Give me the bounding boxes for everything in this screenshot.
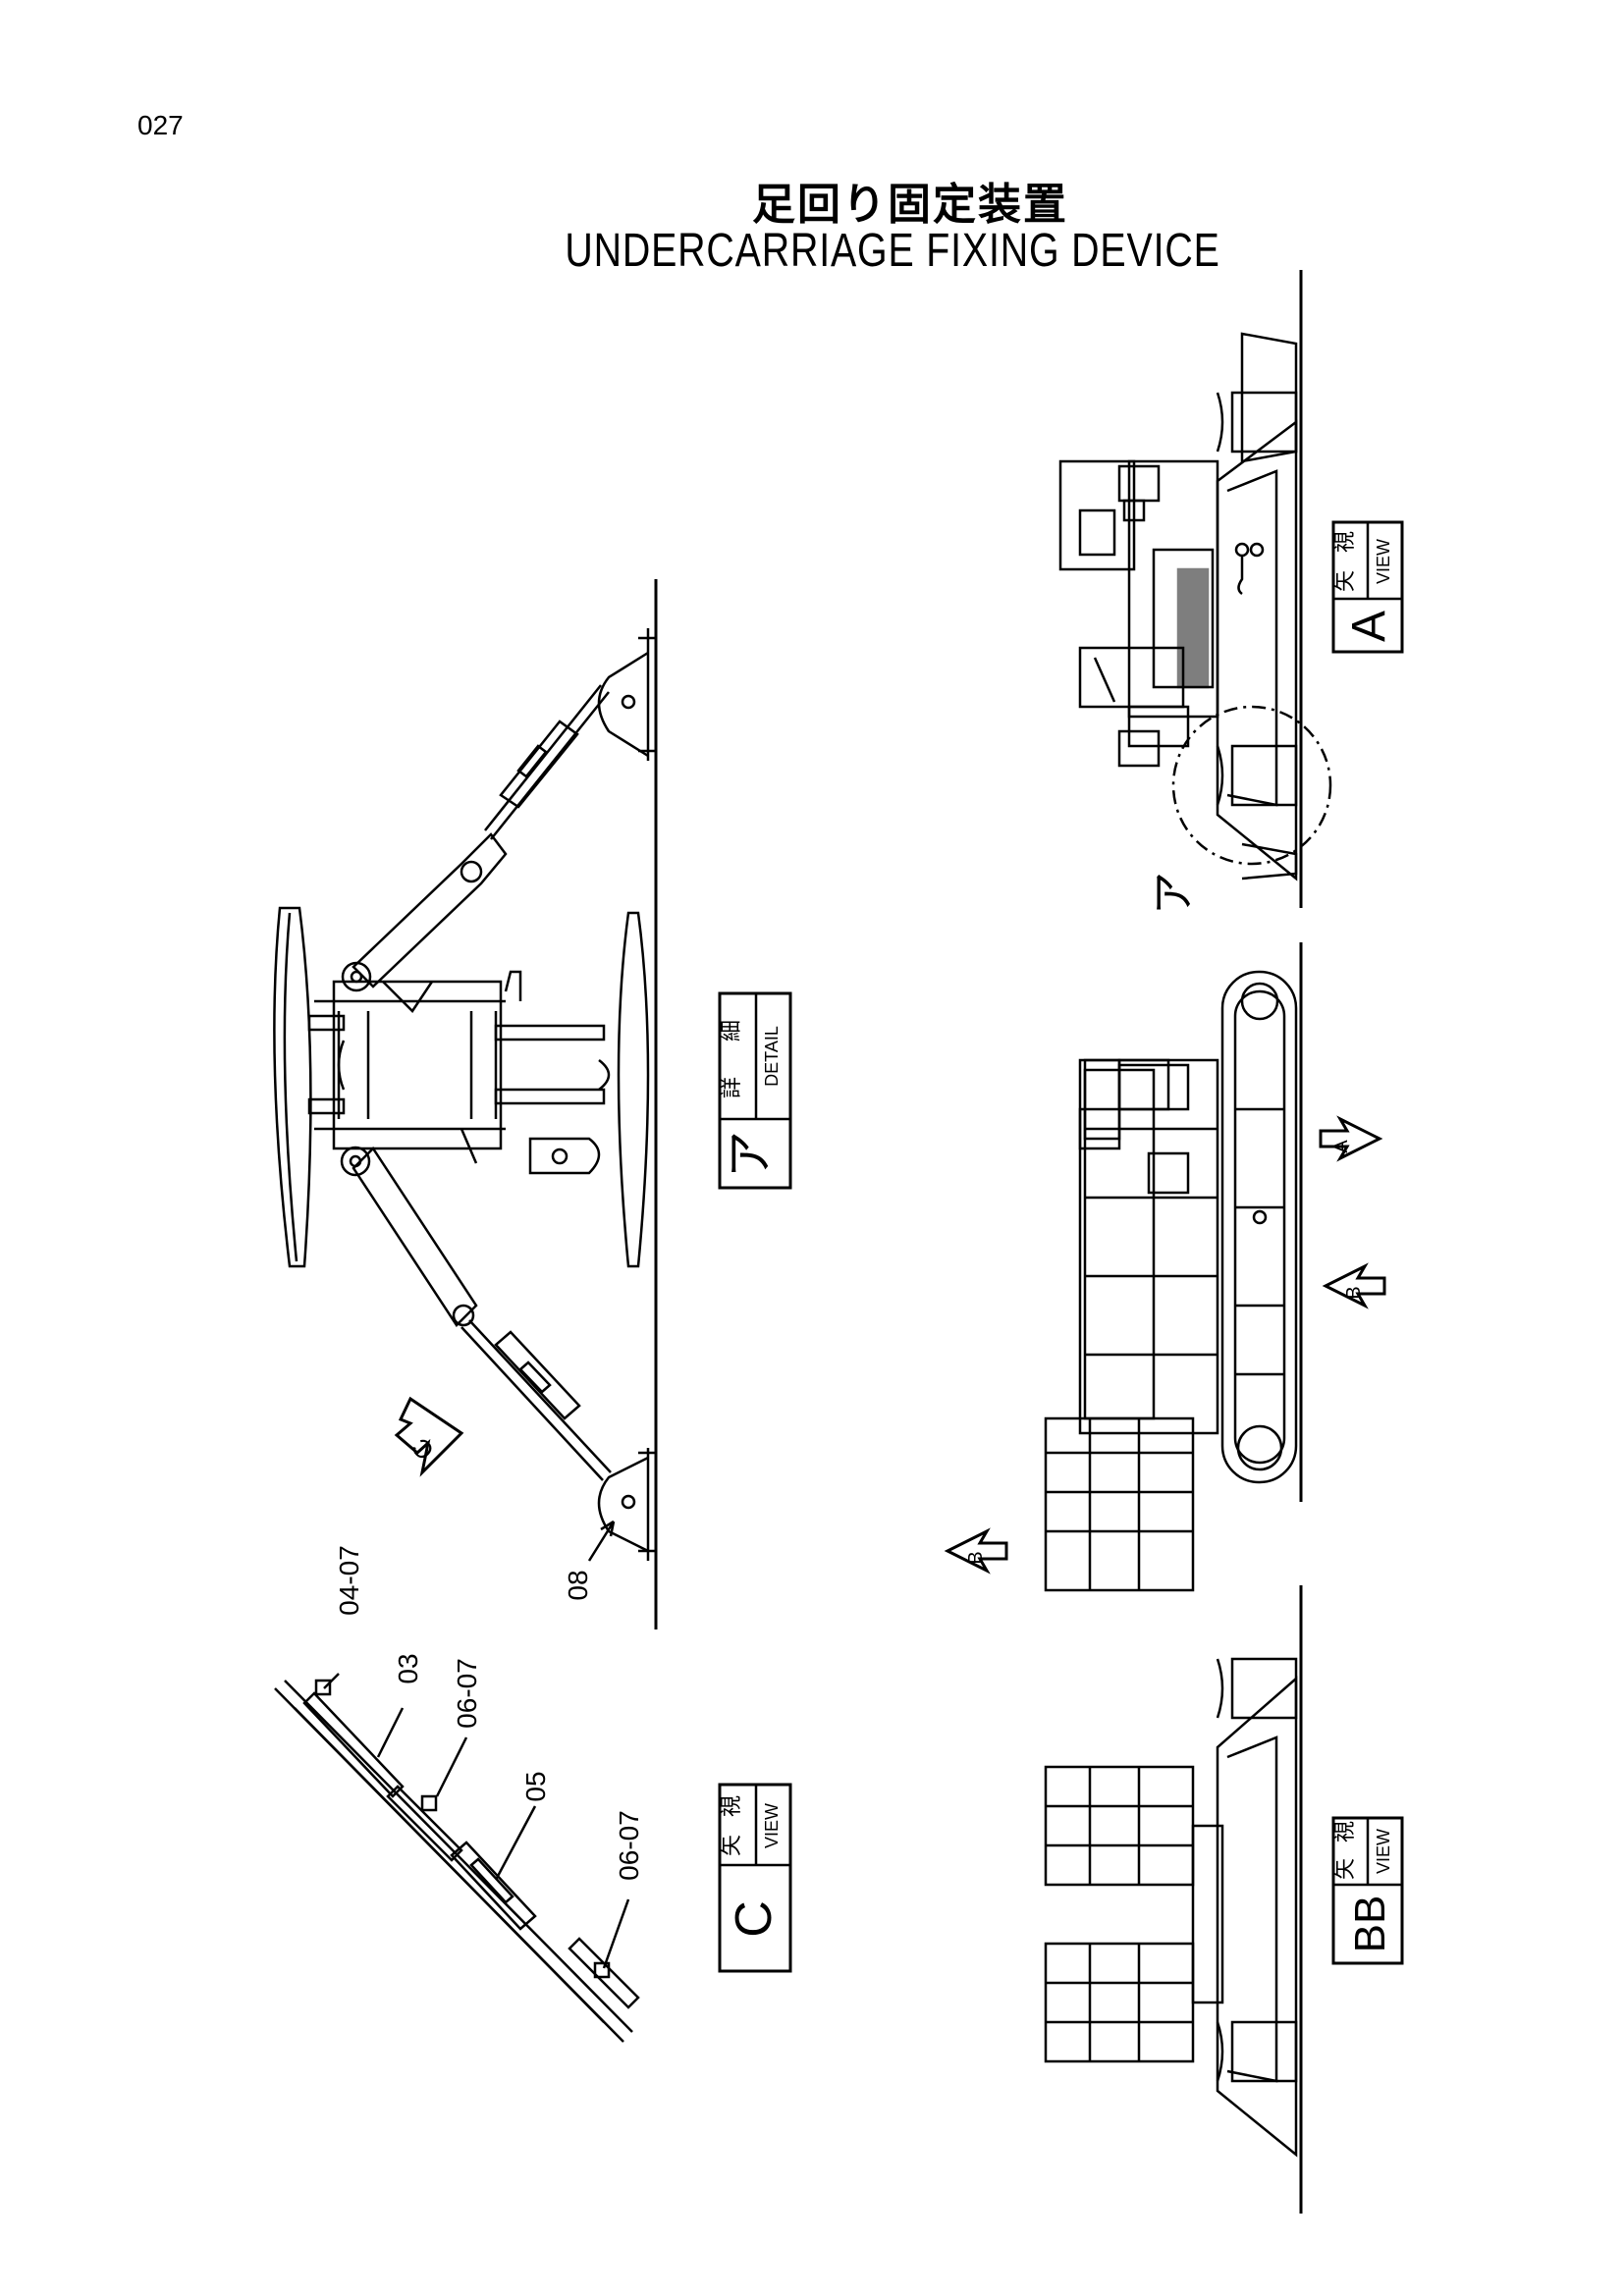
- view-a-label-jp-2: 視: [1333, 531, 1358, 553]
- view-bb-label-box: [1331, 1816, 1404, 1965]
- view-bb-label-jp-1: 矢: [1333, 1858, 1358, 1880]
- view-c-label-letter: C: [726, 1900, 783, 1938]
- view-a-drawing: [1058, 270, 1332, 908]
- detail-circle-mark: ア: [1149, 872, 1199, 915]
- view-c-drawing: [274, 1673, 640, 2043]
- callout-08: 08: [563, 1570, 593, 1600]
- detail-tie-down-drawing: [273, 579, 658, 1629]
- detail-label-jp-2: 細: [720, 1020, 744, 1041]
- view-bb-label-jp-2: 視: [1333, 1821, 1358, 1842]
- arrow-b-left: [944, 1527, 1008, 1575]
- callout-06-07-b: 06-07: [614, 1810, 644, 1881]
- arrow-a-letter: A: [1330, 1140, 1352, 1153]
- view-c-label-jp-2: 視: [720, 1795, 744, 1817]
- callout-05: 05: [520, 1771, 551, 1801]
- view-c-arrow: [394, 1396, 464, 1477]
- callout-03: 03: [393, 1653, 423, 1683]
- arrow-b-mid-letter: B: [1343, 1286, 1365, 1299]
- detail-label-mark: ア: [723, 1131, 778, 1178]
- side-view-drawing: [1044, 942, 1303, 1592]
- view-a-label-en: VIEW: [1374, 539, 1393, 584]
- detail-label-en: DETAIL: [762, 1026, 782, 1087]
- arrow-a: [1319, 1115, 1383, 1162]
- view-a-label-letter: A: [1343, 611, 1395, 642]
- view-bb-label-en: VIEW: [1374, 1829, 1393, 1874]
- view-bb-label-letter: BB: [1346, 1896, 1394, 1953]
- leader-08: [587, 1520, 616, 1562]
- view-c-label-jp-1: 矢: [720, 1835, 744, 1856]
- view-a-label-jp-1: 矢: [1333, 570, 1358, 592]
- callout-04-07: 04-07: [334, 1545, 364, 1616]
- title-japanese: 足回り固定装置: [752, 180, 1068, 230]
- view-c-label-box: [718, 1783, 792, 1973]
- detail-label-jp-1: 詳: [720, 1077, 744, 1098]
- detail-label-box: [718, 991, 792, 1190]
- arrow-b-left-letter: B: [965, 1551, 987, 1564]
- callout-06-07-a: 06-07: [452, 1658, 482, 1729]
- view-bb-drawing: [1044, 1585, 1303, 2214]
- title-english: UNDERCARRIAGE FIXING DEVICE: [565, 225, 1220, 277]
- view-a-label-box: [1331, 520, 1404, 654]
- view-c-label-en: VIEW: [762, 1803, 782, 1848]
- arrow-b-mid: [1322, 1262, 1386, 1309]
- page-number: 027: [137, 110, 184, 140]
